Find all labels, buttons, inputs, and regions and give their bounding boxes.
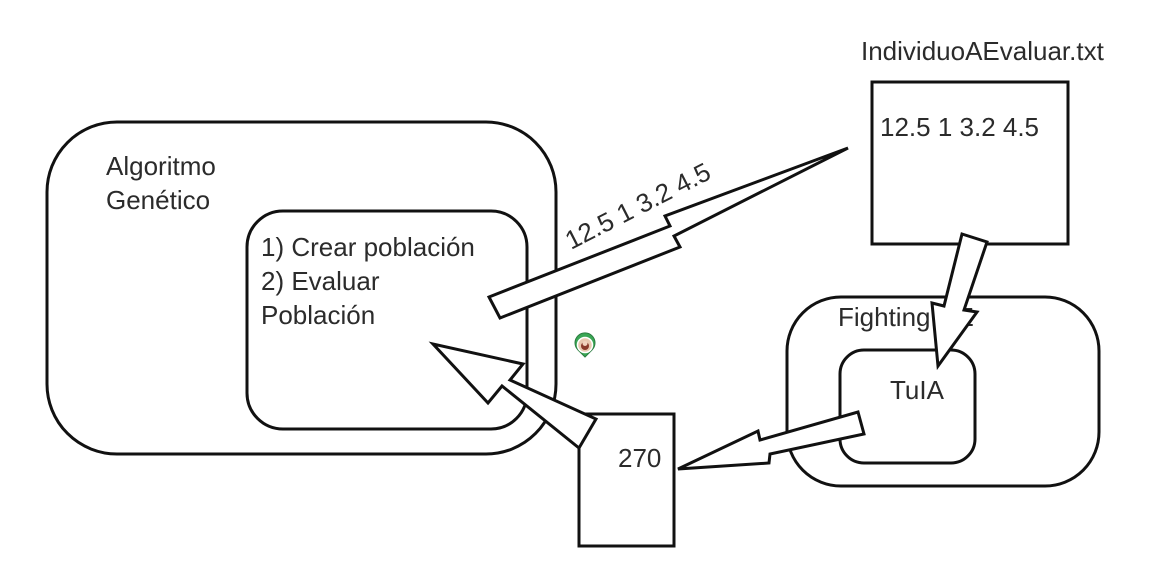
steps-box	[245, 209, 529, 431]
file-content-text: 12.5 1 3.2 4.5	[880, 112, 1039, 142]
arrow-file-to-tuia	[930, 232, 989, 371]
result-value: 270	[618, 443, 661, 473]
step-2-text: 2) Evaluar	[261, 266, 380, 296]
file-box	[870, 80, 1070, 246]
tuia-box	[838, 348, 977, 465]
arrow-result-to-ga	[428, 341, 599, 451]
result-box	[577, 412, 676, 548]
step-1-text: 1) Crear población	[261, 232, 475, 262]
ga-title-line2: Genético	[106, 185, 210, 215]
arrow-tuia-to-result	[677, 410, 866, 471]
tuia-label: TuIA	[890, 375, 945, 405]
file-name-label: IndividuoAEvaluar.txt	[861, 36, 1105, 66]
map-pin-icon	[574, 332, 596, 358]
arrow-file-to-ga	[486, 146, 849, 320]
ga-title-line1: Algoritmo	[106, 151, 216, 181]
step-2-continuation-text: Población	[261, 300, 375, 330]
